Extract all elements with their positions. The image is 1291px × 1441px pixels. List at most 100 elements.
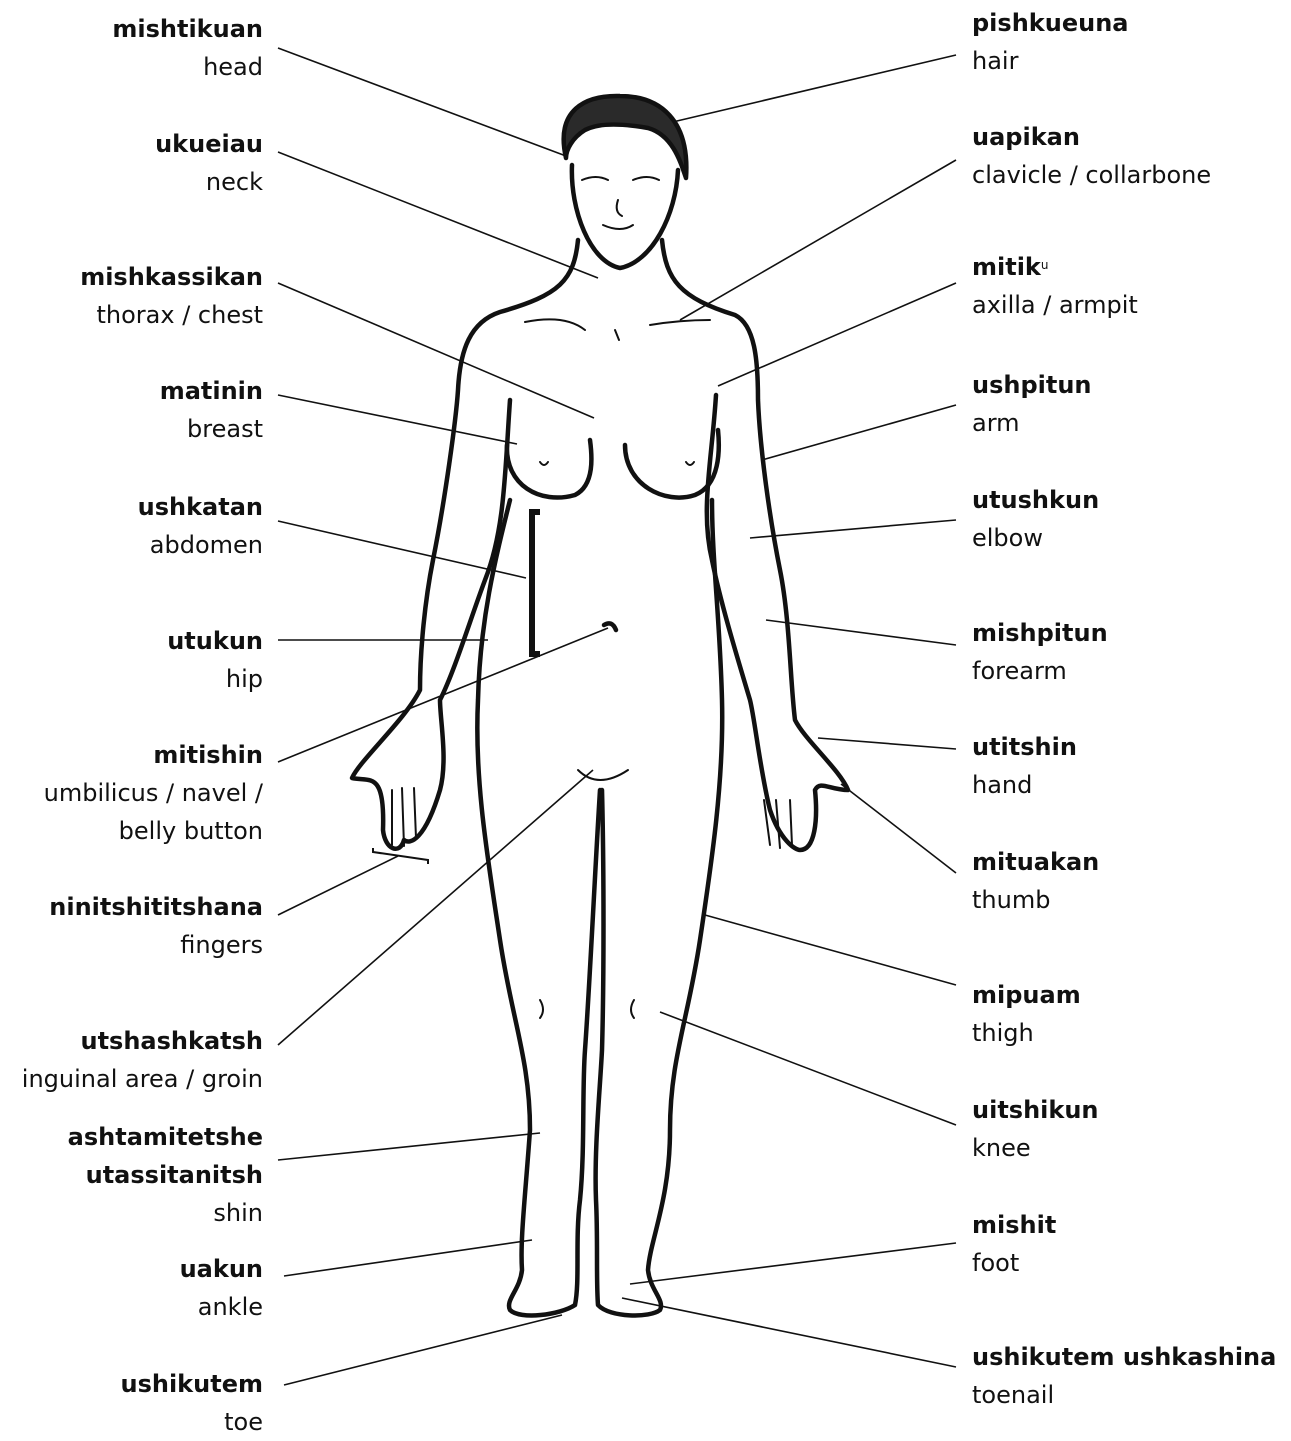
torso-left-outline [352,240,578,849]
gloss-arm: arm [972,404,1092,442]
term-hair: pishkueuna [972,4,1128,42]
gloss-hair: hair [972,42,1128,80]
toe-leader-line [284,1315,562,1385]
gloss-ankle: ankle [180,1288,263,1326]
term-thigh: mipuam [972,976,1081,1014]
gloss-thumb: thumb [972,881,1099,919]
gloss-groin: inguinal area / groin [22,1060,263,1098]
gloss-fingers: fingers [49,926,263,964]
thorax-leader-line [278,283,594,418]
toenail-leader-line [622,1298,956,1367]
term-knee: uitshikun [972,1091,1099,1129]
gloss-shin: shin [68,1194,263,1232]
term-shin: ashtamitetshe [68,1118,263,1156]
term-superscript: u [1041,258,1049,272]
ankle-leader-line [284,1240,532,1276]
gloss-knee: knee [972,1129,1099,1167]
term-foot: mishit [972,1206,1056,1244]
arm-leader-line [762,405,956,460]
left-leg-outline [477,500,600,1315]
term-neck: ukueiau [155,125,263,163]
hair-leader-line [660,55,956,125]
gloss-forearm: forearm [972,652,1108,690]
hand-leader-line [818,738,956,749]
term-toe: ushikutem [121,1365,264,1403]
gloss-hand: hand [972,766,1077,804]
gloss-neck: neck [155,163,263,201]
foot-leader-line [630,1243,956,1284]
breast-leader-line [278,395,517,444]
term-axilla: mitiku [972,248,1138,286]
gloss-thorax: thorax / chest [80,296,263,334]
groin-leader-line [278,770,593,1045]
gloss-toenail: toenail [972,1376,1276,1414]
gloss-breast: breast [160,410,263,448]
gloss-abdomen: abdomen [138,526,263,564]
thigh-leader-line [705,915,956,985]
fingers-bracket [373,848,428,864]
head-leader-line [278,48,566,156]
gloss-axilla: axilla / armpit [972,286,1138,324]
term-forearm: mishpitun [972,614,1108,652]
gloss-umbilicus-line2: belly button [44,812,263,850]
hair [564,96,687,178]
term-toenail: ushikutem ushkashina [972,1338,1276,1376]
abdomen-bracket [532,512,540,654]
term-umbilicus: mitishin [44,736,263,774]
shin-leader-line [278,1133,540,1160]
gloss-thigh: thigh [972,1014,1081,1052]
axilla-leader-line [718,283,956,386]
term-breast: matinin [160,372,263,410]
right-leg-outline [596,500,723,1315]
gloss-clavicle: clavicle / collarbone [972,156,1211,194]
gloss-umbilicus: umbilicus / navel / [44,774,263,812]
term-groin: utshashkatsh [22,1022,263,1060]
term-abdomen: ushkatan [138,488,263,526]
fingers-leader-line [278,856,398,915]
term-shin-line2: utassitanitsh [68,1156,263,1194]
gloss-head: head [112,48,263,86]
gloss-hip: hip [167,660,263,698]
leader-lines [278,48,956,1385]
term-arm: ushpitun [972,366,1092,404]
female-body-figure [352,96,848,1316]
knee-leader-line [660,1012,956,1125]
term-fingers: ninitshititshana [49,888,263,926]
term-head: mishtikuan [112,10,263,48]
gloss-toe: toe [121,1403,264,1441]
term-thumb: mituakan [972,843,1099,881]
neck-leader-line [278,152,598,278]
term-thorax: mishkassikan [80,258,263,296]
clavicle-leader-line [680,160,956,320]
thumb-leader-line [841,784,956,873]
term-hip: utukun [167,622,263,660]
gloss-elbow: elbow [972,519,1099,557]
term-hand: utitshin [972,728,1077,766]
term-ankle: uakun [180,1250,263,1288]
torso-right-outline [662,240,848,850]
gloss-foot: foot [972,1244,1056,1282]
